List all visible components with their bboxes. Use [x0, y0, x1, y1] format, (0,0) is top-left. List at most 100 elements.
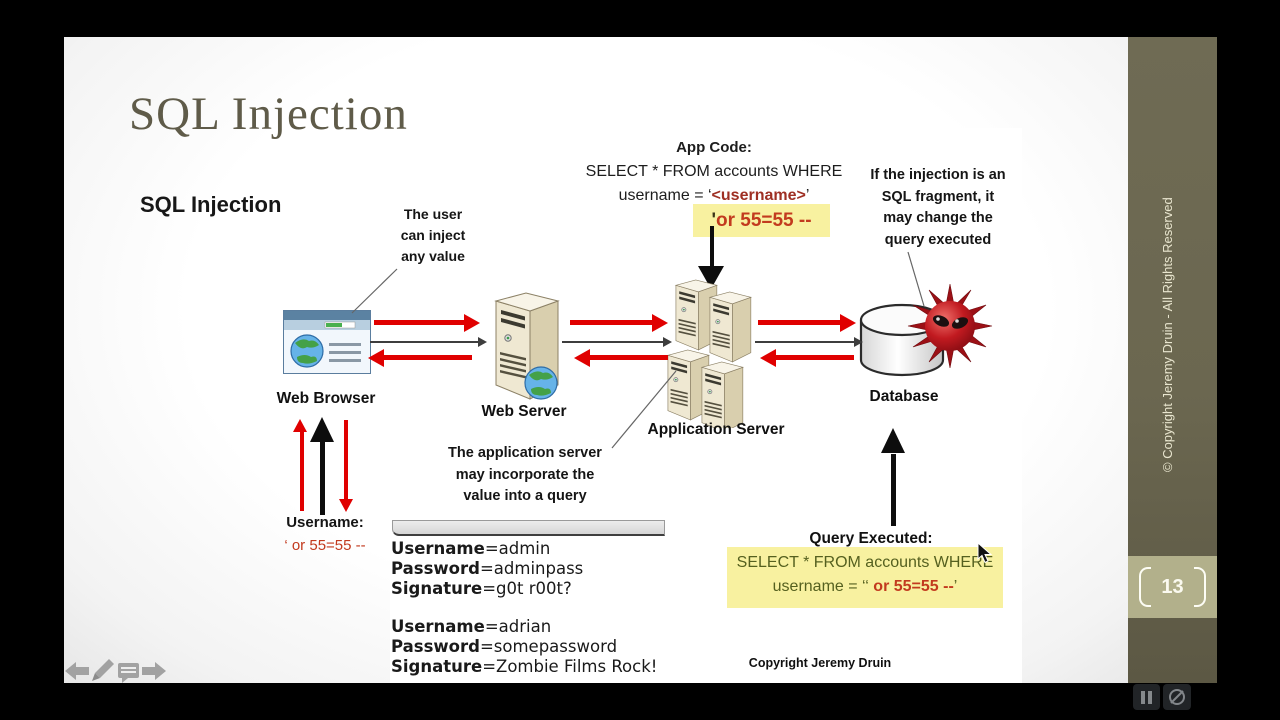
- pause-button[interactable]: [1133, 684, 1160, 710]
- web-server-label: Web Server: [481, 403, 567, 420]
- response-arrow-head: [368, 349, 384, 367]
- bracket-right-icon: [1194, 567, 1206, 607]
- field-name: Username: [391, 539, 485, 558]
- page-number: 13: [1161, 576, 1184, 598]
- form-field-bar[interactable]: [392, 520, 665, 536]
- response-arrow: [384, 355, 472, 360]
- request-arrow: [758, 320, 840, 325]
- query-executed-highlight: SELECT * FROM accounts WHERE username = …: [727, 547, 1003, 608]
- app-code-sql: SELECT * FROM accounts WHERE: [585, 163, 843, 180]
- field-name: Password: [391, 559, 480, 578]
- request-arrow-head: [464, 314, 480, 332]
- virus-icon: [907, 283, 993, 369]
- forward-arrow-icon[interactable]: [142, 662, 166, 680]
- code-text: ’: [805, 187, 810, 204]
- input-arrow-down: [344, 420, 348, 500]
- field-value: adminpass: [493, 559, 584, 578]
- mute-button[interactable]: [1163, 684, 1191, 710]
- sql-fragment-note: If the injection is an SQL fragment, it …: [862, 165, 1014, 251]
- slide-title: SQL Injection: [129, 88, 408, 140]
- form-row: Signature=g0t r00t?: [391, 579, 572, 598]
- username-placeholder: <username>: [711, 187, 806, 204]
- field-value: admin: [498, 539, 551, 558]
- query-injection: or 55=55 --: [873, 578, 954, 595]
- field-name: Signature: [391, 579, 483, 598]
- app-code-label: App Code:: [676, 139, 752, 156]
- username-injection: Username: ‘ or 55=55 --: [262, 511, 388, 557]
- link-line-head: [663, 337, 672, 347]
- note-line: can inject: [400, 227, 466, 243]
- query-text: ’: [953, 578, 958, 595]
- mute-slash-icon: [1169, 689, 1185, 705]
- injected-value: or 55=55 --: [715, 210, 812, 231]
- incorporate-note: The application server may incorporate t…: [430, 443, 620, 508]
- input-arrow-up-head: [293, 419, 307, 432]
- user-inject-note: The user can inject any value: [383, 204, 483, 267]
- request-arrow: [570, 320, 652, 325]
- field-value: g0t r00t?: [496, 579, 572, 598]
- form-row: Signature=Zombie Films Rock!: [391, 657, 658, 676]
- note-line: may incorporate the: [455, 466, 595, 483]
- application-server-icon: [667, 279, 752, 428]
- field-name: Username: [391, 617, 485, 636]
- response-arrow: [776, 355, 854, 360]
- request-arrow-head: [840, 314, 856, 332]
- injected-value-highlight: 'or 55=55 --: [693, 204, 830, 237]
- slide: SQL Injection SQL Injection The user can…: [64, 37, 1128, 683]
- note-line: If the injection is an: [870, 167, 1006, 183]
- pencil-icon[interactable]: [90, 656, 118, 684]
- response-arrow: [590, 355, 668, 360]
- query-sql: SELECT * FROM accounts WHERE: [736, 554, 994, 571]
- response-arrow-head: [760, 349, 776, 367]
- form-row: Username=adrian: [391, 617, 552, 636]
- slide-footer: Copyright Jeremy Druin: [748, 656, 892, 670]
- query-username-line: username = ‘‘ or 55=55 --’: [727, 575, 1003, 599]
- query-arrow-head: [881, 428, 905, 453]
- request-arrow-head: [652, 314, 668, 332]
- link-line: [562, 341, 663, 343]
- request-arrow: [374, 320, 464, 325]
- user-arrow-shaft: [320, 441, 325, 515]
- note-line: value into a query: [463, 488, 587, 504]
- input-arrow-up: [300, 431, 304, 511]
- link-line-head: [478, 337, 487, 347]
- note-line: SQL fragment, it: [881, 188, 995, 205]
- link-line: [755, 341, 854, 343]
- query-arrow-shaft: [891, 454, 896, 526]
- bracket-left-icon: [1139, 567, 1151, 607]
- page-number-badge: 13: [1128, 556, 1217, 618]
- database-label: Database: [869, 388, 939, 405]
- query-text: username = ‘‘: [772, 578, 874, 595]
- form-row: Password=adminpass: [391, 559, 584, 578]
- application-server-label: Application Server: [647, 421, 785, 438]
- web-server-icon: [495, 292, 559, 400]
- note-line: The user: [403, 206, 463, 222]
- field-value: adrian: [498, 617, 552, 636]
- field-name: Signature: [391, 657, 483, 676]
- field-value: Zombie Films Rock!: [496, 657, 658, 676]
- mouse-cursor-icon: [977, 542, 993, 564]
- username-value: ‘ or 55=55 --: [284, 537, 366, 554]
- user-arrow-head: [310, 417, 334, 442]
- code-text: username = ‘: [618, 187, 712, 204]
- pause-icon: [1141, 690, 1152, 704]
- query-executed-label: Query Executed:: [809, 530, 933, 547]
- theme-sidebar: © Copyright Jeremy Druin - All Rights Re…: [1128, 37, 1217, 683]
- username-label: Username:: [286, 514, 364, 531]
- sidebar-copyright-text: © Copyright Jeremy Druin - All Rights Re…: [1160, 197, 1175, 472]
- form-row: Username=admin: [391, 539, 551, 558]
- app-code-block: App Code: SELECT * FROM accounts WHERE u…: [583, 136, 845, 208]
- diagram-heading: SQL Injection: [140, 192, 282, 217]
- web-browser-label: Web Browser: [276, 390, 376, 407]
- web-browser-icon: [283, 310, 371, 374]
- input-arrow-down-head: [339, 499, 353, 512]
- link-line-head: [854, 337, 863, 347]
- app-code-username-line: username = ‘<username>’: [583, 184, 845, 208]
- note-line: may change the: [883, 210, 993, 226]
- injection-arrow-shaft: [710, 226, 714, 266]
- notes-icon[interactable]: [117, 662, 141, 684]
- back-arrow-icon[interactable]: [65, 662, 89, 680]
- response-arrow-head: [574, 349, 590, 367]
- link-line: [370, 341, 478, 343]
